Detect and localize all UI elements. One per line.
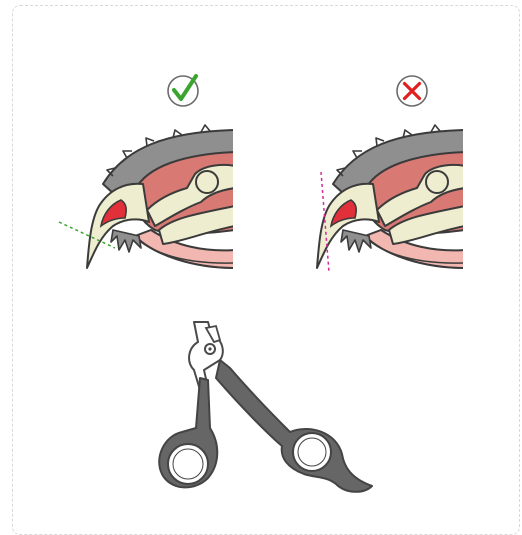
paw-correct-cut xyxy=(55,118,235,278)
paw-incorrect-cut xyxy=(285,118,465,278)
nail-clipper-icon xyxy=(150,318,380,503)
incorrect-badge xyxy=(394,73,430,109)
correct-badge xyxy=(166,73,202,109)
